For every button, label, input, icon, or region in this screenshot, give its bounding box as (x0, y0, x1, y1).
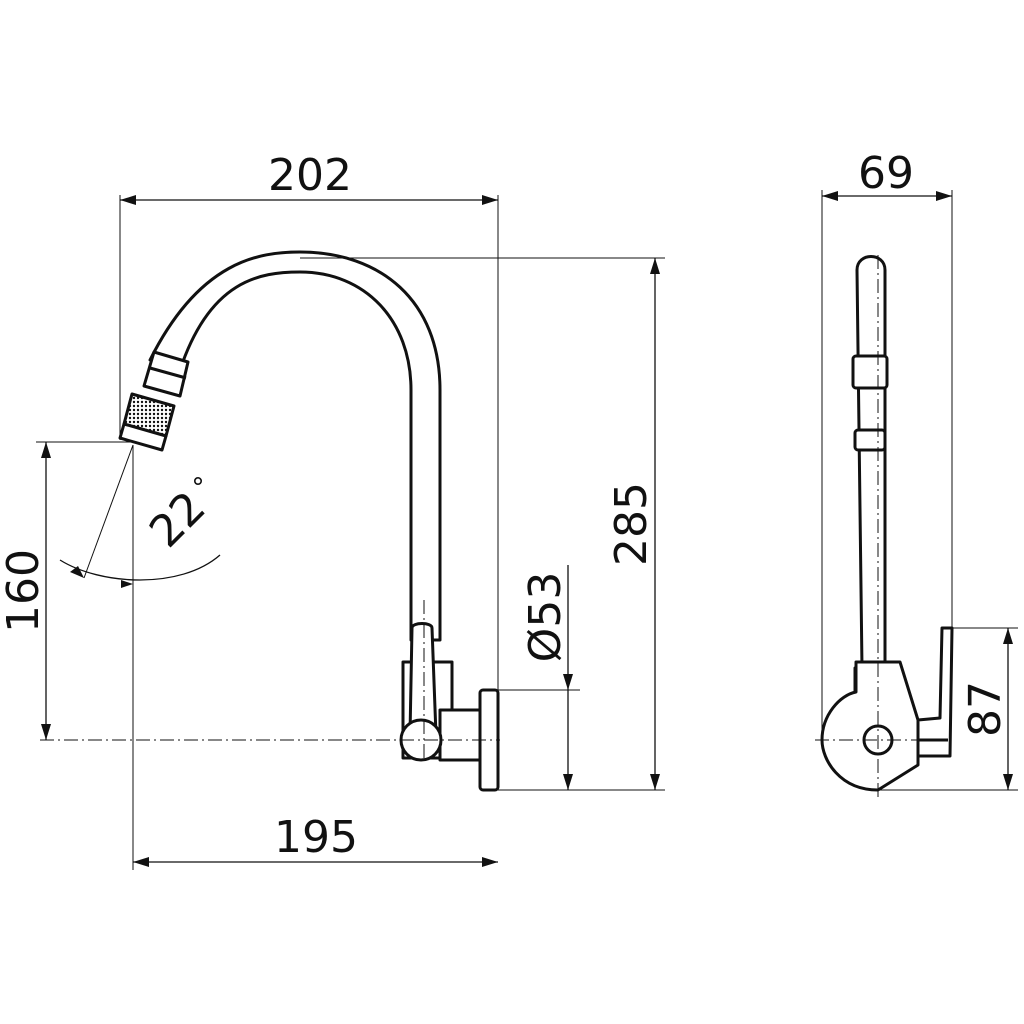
front-view (40, 250, 500, 870)
dimension-height-outlet: 160 (0, 441, 133, 740)
dimension-height-total: 285 (300, 257, 665, 791)
side-ring-upper (851, 354, 889, 390)
spout-tube (148, 250, 442, 642)
lever-handle (408, 622, 438, 737)
label-160: 160 (0, 549, 49, 633)
label-202: 202 (268, 150, 352, 201)
side-lever (916, 626, 954, 758)
label-69: 69 (858, 148, 914, 199)
body-connector (438, 708, 482, 762)
side-ring-lower (853, 428, 887, 452)
label-diameter-53: Ø53 (520, 572, 571, 663)
label-285: 285 (606, 482, 657, 566)
dimension-side-lever-height: 87 (878, 627, 1018, 791)
dimension-spray-angle: 22 ° (140, 473, 216, 558)
side-body-round (820, 660, 920, 792)
dimension-width-top: 202 (119, 150, 499, 790)
dimension-flange-diameter: Ø53 (498, 565, 580, 790)
label-195: 195 (274, 812, 358, 863)
label-87: 87 (960, 681, 1011, 737)
dimension-side-depth: 69 (821, 148, 953, 740)
side-view (815, 255, 954, 800)
aerator-tip (118, 422, 168, 452)
dimension-width-bottom: 195 (133, 812, 498, 867)
degree-symbol: ° (192, 473, 205, 503)
